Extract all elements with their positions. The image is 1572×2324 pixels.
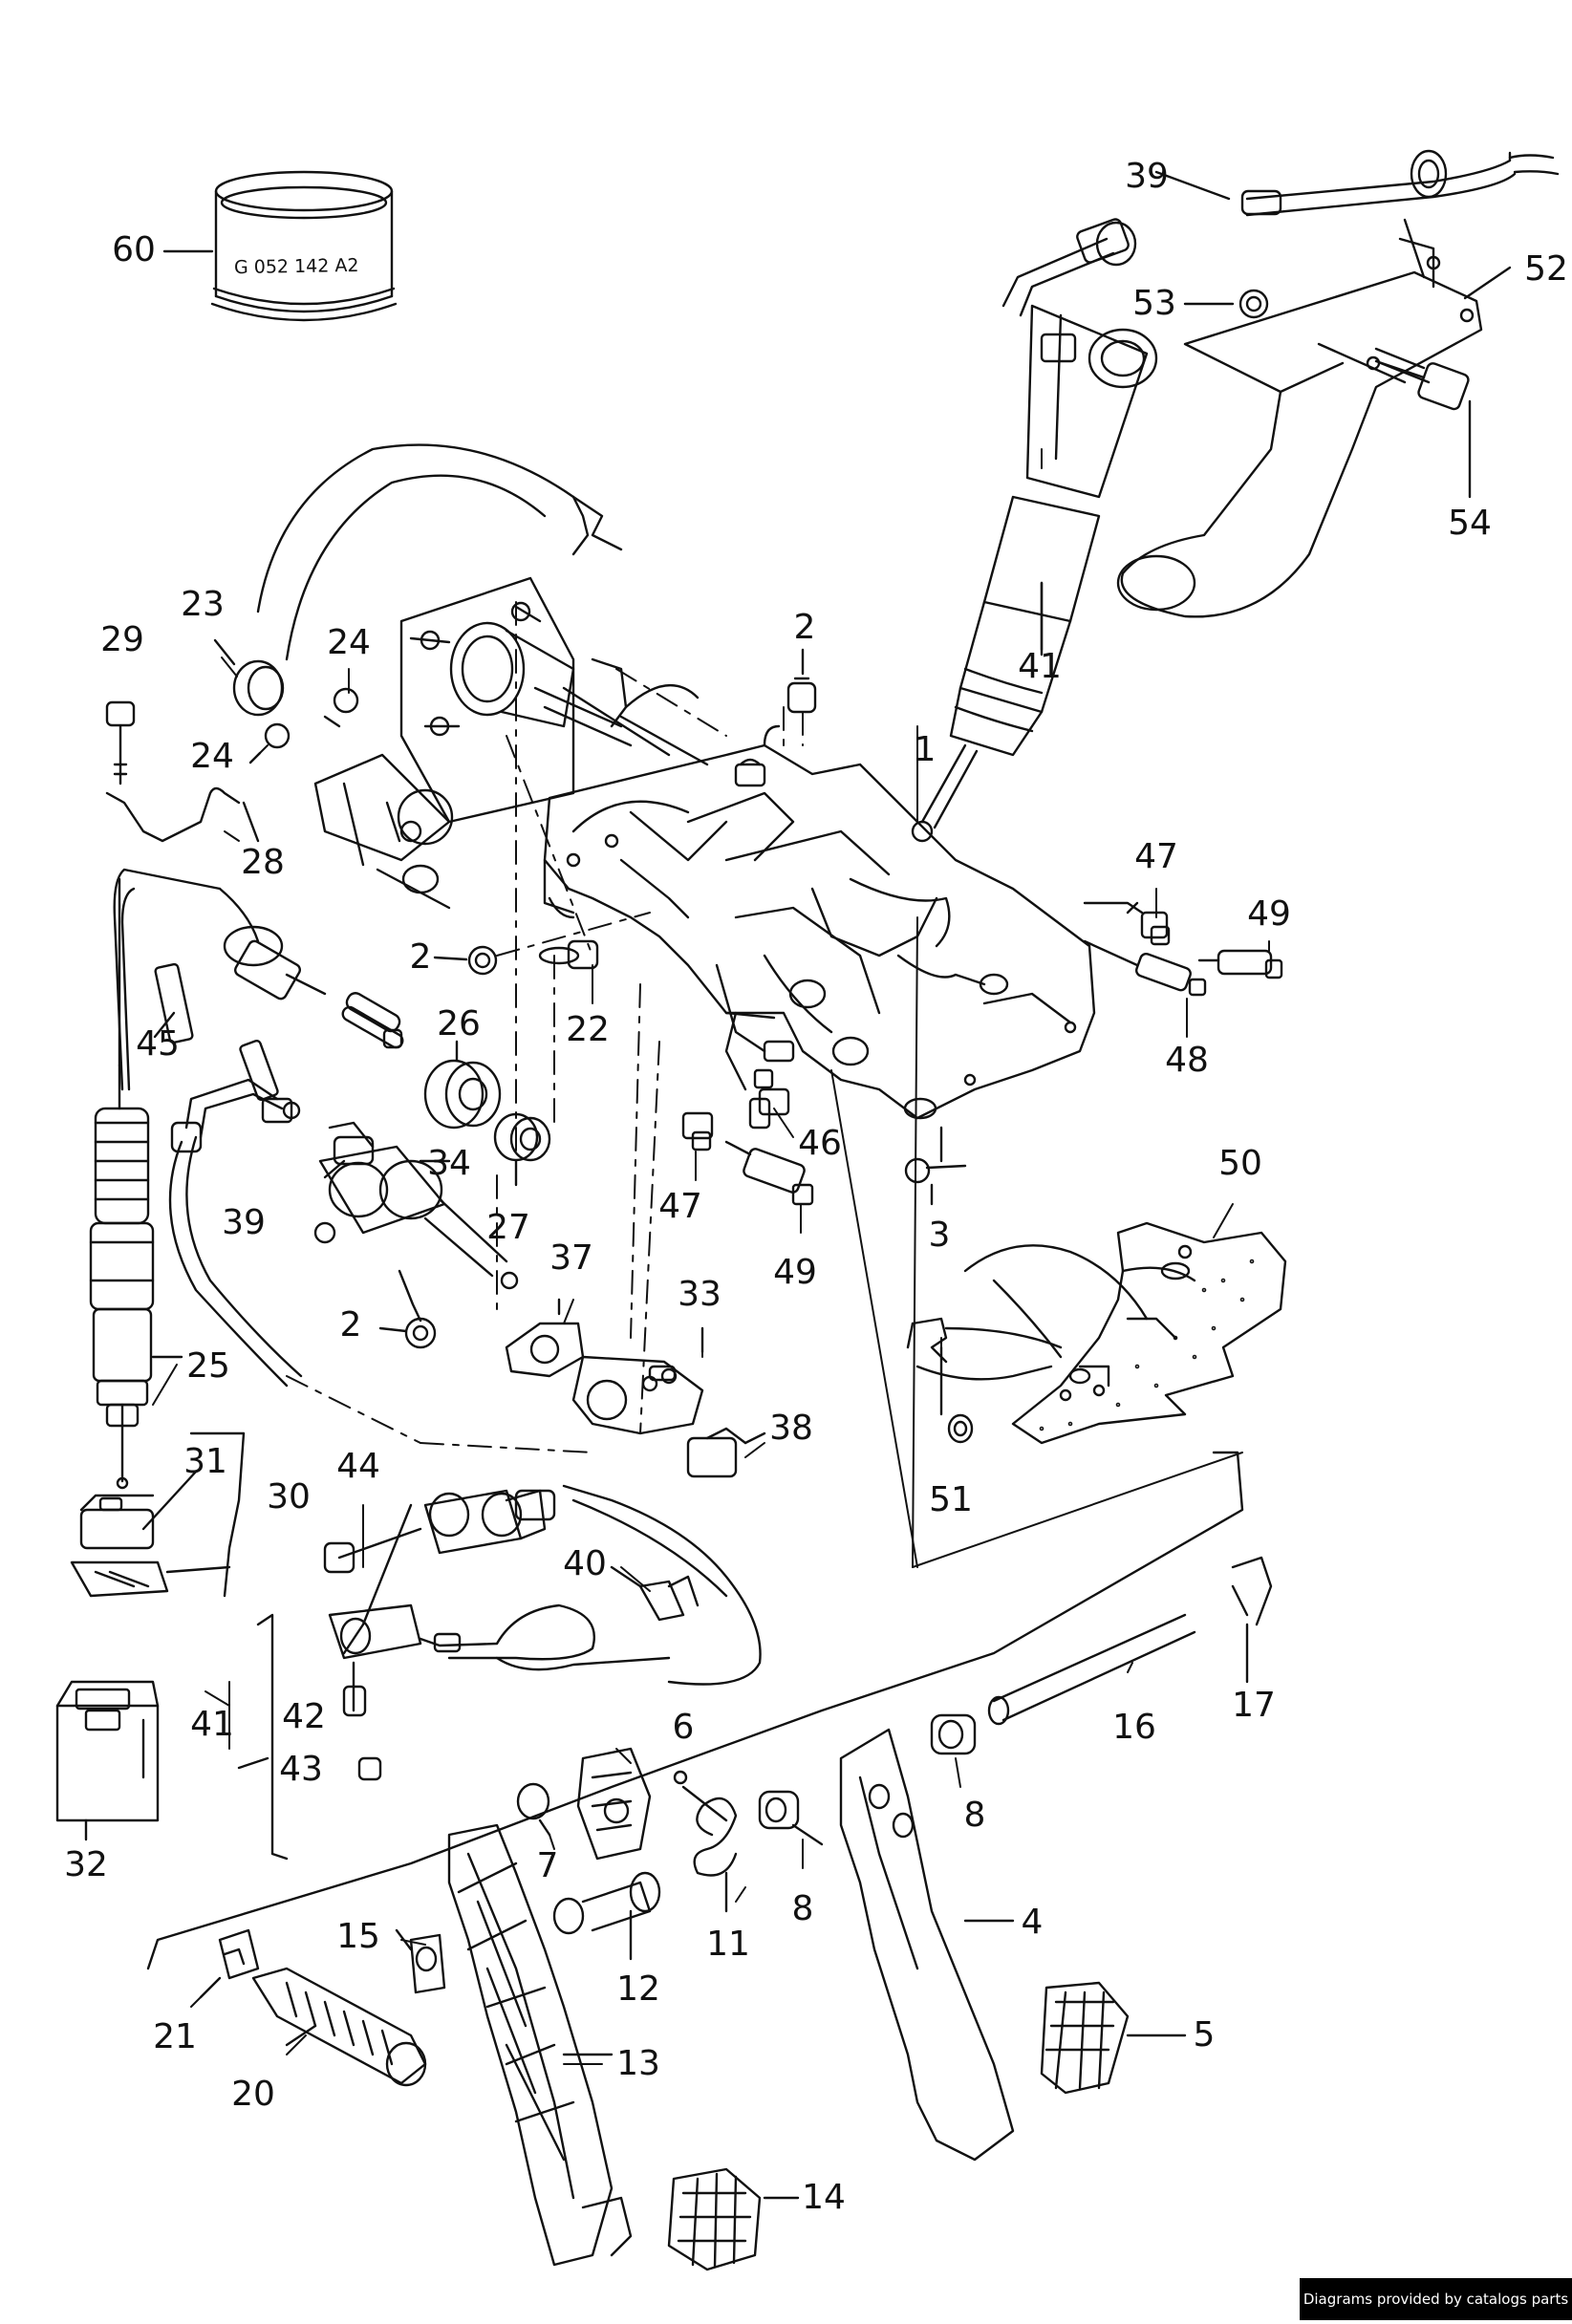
bracket-leaders: [831, 449, 1242, 1567]
callout-40: 40: [563, 1544, 607, 1583]
callout-42: 42: [282, 1697, 326, 1736]
callout-1: 1: [914, 730, 937, 769]
callout-14: 14: [802, 2178, 846, 2217]
sleeve-part-number: G 052 142 A2: [233, 254, 359, 279]
callout-53: 53: [1132, 284, 1176, 323]
callout-26: 26: [437, 1004, 481, 1044]
callout-48: 48: [1165, 1041, 1209, 1080]
slave-cylinder-41-lower: [325, 1491, 698, 1779]
callout-4: 4: [1021, 1903, 1044, 1942]
callout-60: 60: [112, 230, 156, 269]
callout-33: 33: [678, 1275, 721, 1314]
switches: [683, 903, 1281, 1204]
callout-34: 34: [427, 1144, 471, 1183]
callout-29: 29: [100, 620, 144, 659]
callout-45: 45: [136, 1024, 180, 1064]
callout-28: 28: [241, 843, 285, 882]
callout-49: 49: [1247, 894, 1291, 934]
callout-2: 2: [793, 608, 816, 647]
callout-37: 37: [549, 1238, 593, 1278]
callout-43: 43: [279, 1750, 323, 1789]
callout-32: 32: [64, 1845, 108, 1884]
callout-47: 47: [1134, 837, 1178, 876]
callout-5: 5: [1193, 2015, 1216, 2055]
pedal-bracket-1: [435, 650, 1094, 1204]
callout-30: 30: [267, 1477, 311, 1517]
callout-16: 16: [1112, 1708, 1156, 1747]
dashed-leaders: [287, 602, 941, 1452]
callout-31: 31: [183, 1442, 227, 1481]
label-leaders: [153, 657, 1269, 2198]
footer-credit: Diagrams provided by catalogs parts: [1300, 2278, 1572, 2320]
callout-39: 39: [1125, 157, 1169, 196]
callout-8b: 8: [791, 1889, 814, 1928]
gaskets: [506, 1300, 764, 1476]
module-32: [57, 1682, 158, 1840]
callout-51: 51: [929, 1480, 973, 1519]
clutch-cable-25: [91, 870, 402, 1488]
callout-15: 15: [336, 1917, 380, 1956]
brake-booster: [258, 445, 707, 908]
callout-21: 21: [153, 2017, 197, 2056]
callout-2b: 2: [409, 937, 432, 977]
callout-25: 25: [186, 1346, 230, 1386]
upper-right-assembly: [913, 151, 1558, 841]
hose-39-mid: [155, 963, 301, 1386]
pedal-box-50: [908, 1223, 1285, 1443]
callout-38: 38: [769, 1409, 813, 1448]
callout-27: 27: [486, 1208, 530, 1247]
callout-50: 50: [1218, 1144, 1262, 1183]
callout-44: 44: [336, 1447, 380, 1486]
callout-23: 23: [181, 585, 225, 624]
callout-24: 24: [327, 623, 371, 662]
pedal-assembly: [148, 1452, 1271, 2270]
fluid-hose-lower: [564, 1486, 761, 1685]
callout-2c: 2: [339, 1305, 362, 1345]
callout-49b: 49: [773, 1253, 817, 1292]
callout-7: 7: [536, 1846, 559, 1885]
callout-13: 13: [616, 2044, 660, 2083]
callout-22: 22: [566, 1010, 610, 1049]
callout-3: 3: [928, 1216, 951, 1255]
callout-46: 46: [798, 1124, 842, 1163]
sleeve-part-60: [164, 172, 396, 320]
callout-52: 52: [1524, 249, 1568, 289]
callout-41: 41: [1018, 647, 1062, 686]
callout-54: 54: [1448, 504, 1492, 543]
callout-11: 11: [706, 1925, 750, 1964]
callout-47b: 47: [658, 1187, 702, 1226]
misc-small-parts: [107, 640, 357, 841]
switch-30-31: [72, 1433, 244, 1596]
callout-20: 20: [231, 2075, 275, 2114]
callout-8: 8: [963, 1796, 986, 1835]
callout-17: 17: [1232, 1686, 1276, 1725]
callout-24b: 24: [190, 737, 234, 776]
callout-6: 6: [672, 1708, 695, 1747]
callout-41b: 41: [190, 1705, 234, 1744]
callout-12: 12: [616, 1969, 660, 2009]
callout-39b: 39: [222, 1203, 266, 1242]
